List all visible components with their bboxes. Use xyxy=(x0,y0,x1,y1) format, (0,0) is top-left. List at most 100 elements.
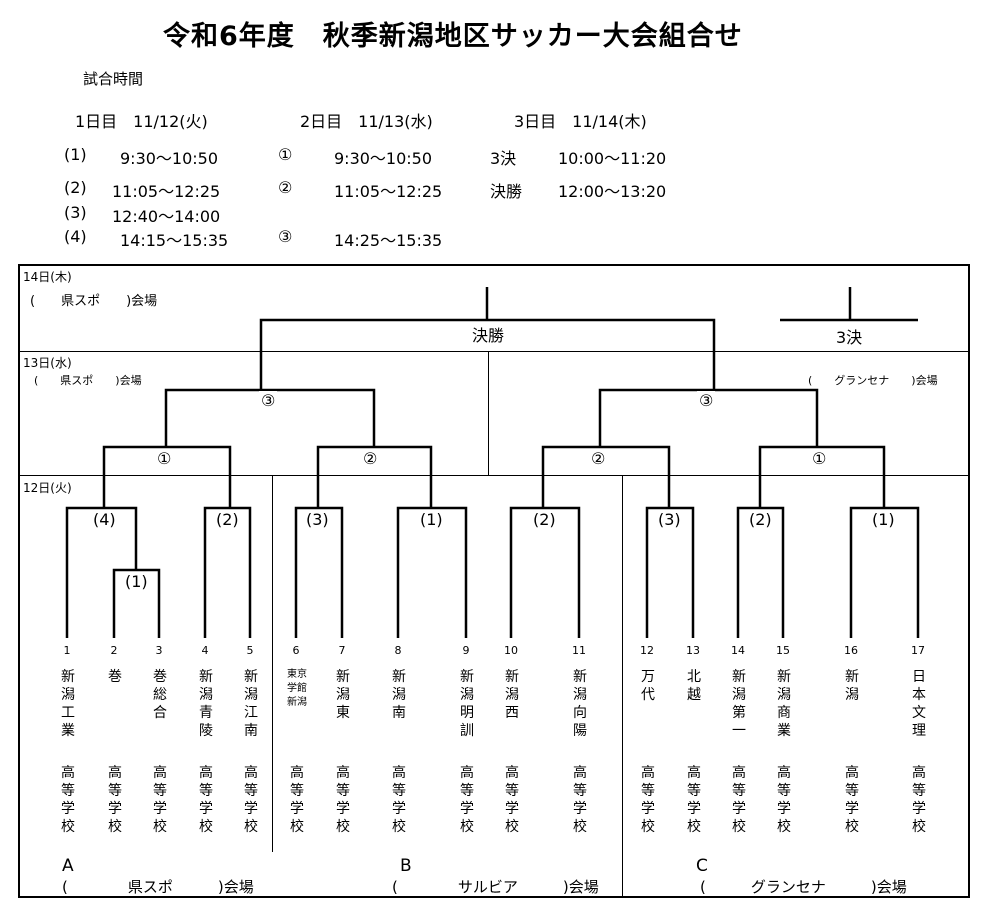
team-number: 8 xyxy=(394,644,402,657)
day1-slot-time: 11:05～12:25 xyxy=(112,182,221,201)
divider-ab xyxy=(272,476,273,852)
bracket-frame xyxy=(18,264,970,898)
team-number: 5 xyxy=(246,644,254,657)
school-suffix: 高等学校 xyxy=(732,765,746,835)
row-divider-12 xyxy=(19,475,969,476)
day14-label: 14日(木) xyxy=(23,270,72,284)
day2-slot-no: ② xyxy=(278,178,293,197)
team-number: 3 xyxy=(155,644,163,657)
team-name: 新潟南 xyxy=(392,669,406,721)
day2-slot-time: 9:30～10:50 xyxy=(334,149,433,168)
r1-label: (2) xyxy=(531,510,558,529)
day1-slot-no: (2) xyxy=(64,178,87,197)
school-suffix: 高等学校 xyxy=(777,765,791,835)
day13-venue-right: ( グランセナ )会場 xyxy=(808,374,938,387)
team-name: 新潟第一 xyxy=(732,669,746,739)
team-name: 日本文理 xyxy=(912,669,926,739)
team-name: 新潟東 xyxy=(336,669,350,721)
school-suffix: 高等学校 xyxy=(845,765,859,835)
school-suffix: 高等学校 xyxy=(641,765,655,835)
school-suffix: 高等学校 xyxy=(153,765,167,835)
team-name: 万代 xyxy=(641,669,655,703)
school-suffix: 高等学校 xyxy=(61,765,75,835)
day3-slot-no: 3決 xyxy=(490,149,517,168)
team-number: 13 xyxy=(686,644,700,657)
day2-slot-time: 14:25～15:35 xyxy=(334,231,443,250)
semi-label: ③ xyxy=(259,391,278,410)
team-name: 新潟工業 xyxy=(61,669,75,739)
school-suffix: 高等学校 xyxy=(199,765,213,835)
team-number: 12 xyxy=(640,644,654,657)
prelim-label: (1) xyxy=(123,572,150,591)
r1-label: (1) xyxy=(870,510,897,529)
team-name: 北越 xyxy=(687,669,701,703)
row-divider-13 xyxy=(19,351,969,352)
team-name: 東京学館新潟 xyxy=(287,669,307,708)
school-suffix: 高等学校 xyxy=(912,765,926,835)
school-suffix: 高等学校 xyxy=(290,765,304,835)
group-a-venue: ( 県スポ )会場 xyxy=(62,878,254,896)
r1-label: (2) xyxy=(747,510,774,529)
third-place-label: 3決 xyxy=(834,324,865,348)
team-number: 16 xyxy=(844,644,858,657)
school-suffix: 高等学校 xyxy=(336,765,350,835)
team-number: 15 xyxy=(776,644,790,657)
day1-slot-time: 14:15～15:35 xyxy=(120,231,229,250)
team-number: 10 xyxy=(504,644,518,657)
final-label: 決勝 xyxy=(470,322,507,346)
qf-label: ② xyxy=(589,449,608,468)
day13-venue-left: ( 県スポ )会場 xyxy=(34,374,142,387)
team-name: 巻総合 xyxy=(153,669,167,721)
day2-slot-time: 11:05～12:25 xyxy=(334,182,443,201)
day3-slot-time: 10:00～11:20 xyxy=(558,149,667,168)
team-name: 新潟 xyxy=(845,669,859,703)
team-name: 巻 xyxy=(108,669,122,685)
day3-label: 3日目 11/14(木) xyxy=(514,112,647,131)
school-suffix: 高等学校 xyxy=(244,765,258,835)
team-number: 9 xyxy=(462,644,470,657)
r1-label: (4) xyxy=(91,510,118,529)
r1-label: (1) xyxy=(418,510,445,529)
team-number: 11 xyxy=(572,644,586,657)
day13-label: 13日(水) xyxy=(23,356,72,370)
school-suffix: 高等学校 xyxy=(573,765,587,835)
qf-label: ① xyxy=(810,449,829,468)
day3-slot-time: 12:00～13:20 xyxy=(558,182,667,201)
day1-slot-time: 12:40～14:00 xyxy=(112,207,221,226)
team-number: 17 xyxy=(911,644,925,657)
r1-label: (3) xyxy=(304,510,331,529)
qf-label: ② xyxy=(361,449,380,468)
group-c-venue: ( グランセナ )会場 xyxy=(700,878,907,896)
day2-slot-no: ① xyxy=(278,145,293,164)
team-number: 14 xyxy=(731,644,745,657)
day1-slot-no: (1) xyxy=(64,145,87,164)
school-suffix: 高等学校 xyxy=(505,765,519,835)
team-number: 1 xyxy=(63,644,71,657)
team-name: 新潟明訓 xyxy=(460,669,474,739)
group-c-letter: C xyxy=(696,856,708,876)
semi-label: ③ xyxy=(697,391,716,410)
team-name: 新潟青陵 xyxy=(199,669,213,739)
school-suffix: 高等学校 xyxy=(687,765,701,835)
group-b-venue: ( サルビア )会場 xyxy=(392,878,599,896)
team-name: 新潟商業 xyxy=(777,669,791,739)
day12-label: 12日(火) xyxy=(23,481,72,495)
school-suffix: 高等学校 xyxy=(392,765,406,835)
divider-bc xyxy=(622,476,623,897)
day2-label: 2日目 11/13(水) xyxy=(300,112,433,131)
team-number: 7 xyxy=(338,644,346,657)
team-name: 新潟江南 xyxy=(244,669,258,739)
team-number: 2 xyxy=(110,644,118,657)
team-number: 6 xyxy=(292,644,300,657)
team-name: 新潟西 xyxy=(505,669,519,721)
day1-slot-no: (4) xyxy=(64,227,87,246)
divider-13-center xyxy=(488,352,489,475)
day1-slot-time: 9:30～10:50 xyxy=(120,149,219,168)
page-title: 令和6年度 秋季新潟地区サッカー大会組合せ xyxy=(163,21,743,52)
school-suffix: 高等学校 xyxy=(460,765,474,835)
qf-label: ① xyxy=(155,449,174,468)
day1-label: 1日目 11/12(火) xyxy=(75,112,208,131)
group-b-letter: B xyxy=(400,856,412,876)
team-name: 新潟向陽 xyxy=(573,669,587,739)
